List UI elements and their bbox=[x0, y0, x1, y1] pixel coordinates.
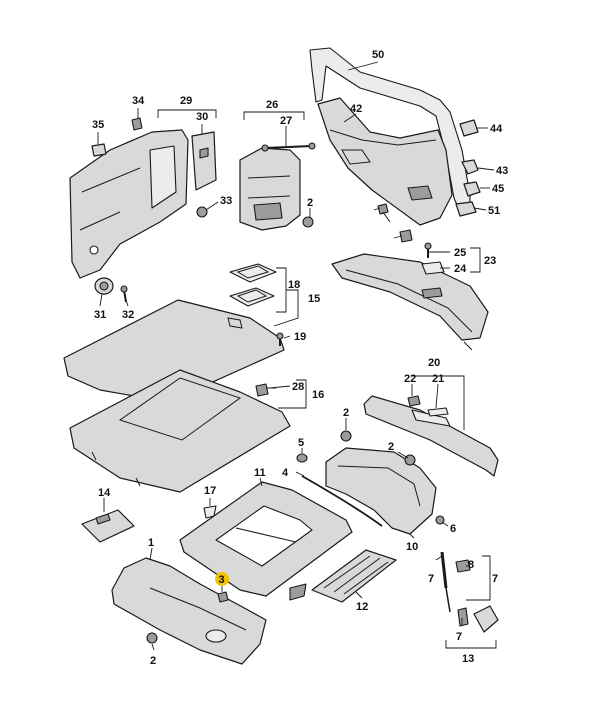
hinge-28[interactable] bbox=[255, 383, 276, 397]
callout-33: 33 bbox=[220, 195, 232, 207]
callout-41: 43 bbox=[496, 165, 508, 177]
callout-3: 3 bbox=[219, 574, 225, 586]
callout-43: 45 bbox=[492, 183, 504, 195]
callout-4: 4 bbox=[282, 467, 289, 479]
bolt-2-lower[interactable] bbox=[146, 632, 158, 644]
callout-2-tray: 2 bbox=[343, 407, 349, 419]
callout-34: 34 bbox=[132, 95, 145, 107]
bolt-2-tray[interactable] bbox=[340, 430, 352, 442]
strut-7-lower[interactable] bbox=[457, 607, 469, 627]
callout-40: 42 bbox=[350, 103, 362, 115]
callout-15: 15 bbox=[308, 293, 320, 305]
callout-2-bracket: 2 bbox=[307, 197, 313, 209]
callout-16: 16 bbox=[312, 389, 324, 401]
grille-12[interactable] bbox=[311, 549, 397, 603]
callout-44: 50 bbox=[372, 49, 384, 61]
floor-panel-16[interactable] bbox=[69, 369, 291, 493]
strut-7-upper[interactable] bbox=[440, 551, 451, 613]
callout-26: 26 bbox=[266, 99, 278, 111]
cable-4[interactable] bbox=[301, 475, 383, 527]
callout-2-lower: 2 bbox=[150, 655, 156, 667]
floor-panel-15[interactable] bbox=[63, 299, 285, 403]
clip-43[interactable] bbox=[463, 181, 481, 197]
callout-42: 44 bbox=[490, 123, 503, 135]
clip-17[interactable] bbox=[203, 505, 217, 519]
tailgate-trim-40[interactable] bbox=[317, 97, 453, 226]
callout-5: 5 bbox=[298, 437, 304, 449]
screw-32[interactable] bbox=[120, 285, 128, 303]
screw-25[interactable] bbox=[424, 242, 432, 258]
callout-11: 11 bbox=[254, 467, 266, 479]
luggage-cover-23[interactable] bbox=[331, 253, 489, 351]
callout-25: 25 bbox=[454, 247, 466, 259]
callout-10: 10 bbox=[406, 541, 418, 553]
callout-7-upper: 7 bbox=[428, 573, 434, 585]
storage-bracket-26[interactable] bbox=[239, 147, 301, 231]
callout-6: 6 bbox=[450, 523, 456, 535]
callout-2-tray-right: 2 bbox=[388, 441, 394, 453]
callout-labels: 50 42 44 43 45 51 26 27 2 29 30 34 35 33… bbox=[92, 49, 508, 667]
callout-9: 8 bbox=[468, 559, 474, 571]
foam-21[interactable] bbox=[427, 407, 449, 417]
callout-19: 19 bbox=[294, 331, 306, 343]
bracket-13[interactable] bbox=[473, 605, 499, 633]
callout-17: 17 bbox=[204, 485, 216, 497]
callout-31: 31 bbox=[94, 309, 106, 321]
clip-35[interactable] bbox=[91, 143, 107, 157]
clip-41[interactable] bbox=[461, 159, 479, 175]
callout-12: 12 bbox=[356, 601, 368, 613]
rear-sill-1[interactable] bbox=[111, 557, 267, 665]
callout-13: 13 bbox=[462, 653, 474, 665]
callout-20: 20 bbox=[428, 357, 440, 369]
callout-24: 24 bbox=[454, 263, 467, 275]
clip-3[interactable] bbox=[217, 591, 229, 603]
callout-35: 35 bbox=[92, 119, 104, 131]
callout-21: 21 bbox=[432, 373, 444, 385]
clip-34[interactable] bbox=[131, 117, 143, 131]
callout-32: 32 bbox=[122, 309, 134, 321]
cover-30[interactable] bbox=[191, 131, 217, 191]
callout-28: 28 bbox=[292, 381, 304, 393]
cap-24[interactable] bbox=[421, 261, 445, 275]
callout-45: 51 bbox=[488, 205, 500, 217]
side-trim-29[interactable] bbox=[69, 129, 189, 279]
grommet-5[interactable] bbox=[296, 453, 308, 463]
callout-23: 23 bbox=[484, 255, 496, 267]
light-31[interactable] bbox=[94, 277, 114, 295]
handle-45[interactable] bbox=[455, 201, 477, 217]
rear-trim-20[interactable] bbox=[363, 395, 499, 477]
callout-14: 14 bbox=[98, 487, 111, 499]
callout-18: 18 bbox=[288, 279, 300, 291]
strut-9[interactable] bbox=[455, 559, 471, 573]
cover-18-a[interactable] bbox=[229, 263, 277, 283]
bolt-2-tray-right[interactable] bbox=[404, 454, 416, 466]
callout-3-highlight bbox=[215, 572, 229, 586]
storage-tray-10[interactable] bbox=[325, 447, 437, 535]
callout-22: 22 bbox=[404, 373, 416, 385]
plate-14[interactable] bbox=[81, 509, 135, 543]
floor-frame-11[interactable] bbox=[179, 481, 353, 601]
screw-19[interactable] bbox=[276, 332, 284, 346]
callout-7-lower: 7 bbox=[456, 631, 462, 643]
callout-27: 27 bbox=[280, 115, 292, 127]
screw-51[interactable] bbox=[377, 203, 391, 223]
cover-18-b[interactable] bbox=[229, 287, 275, 307]
callout-8: 7 bbox=[492, 573, 498, 585]
callout-29: 29 bbox=[180, 95, 192, 107]
clip-42[interactable] bbox=[459, 119, 479, 137]
clip-22[interactable] bbox=[407, 395, 421, 407]
bolt-2-upper[interactable] bbox=[302, 216, 314, 228]
rod-27[interactable] bbox=[261, 142, 316, 152]
callout-1: 1 bbox=[148, 537, 154, 549]
clip-50[interactable] bbox=[399, 229, 413, 243]
callout-30: 30 bbox=[196, 111, 208, 123]
leader-lines bbox=[97, 61, 497, 651]
clip-33[interactable] bbox=[196, 206, 208, 218]
